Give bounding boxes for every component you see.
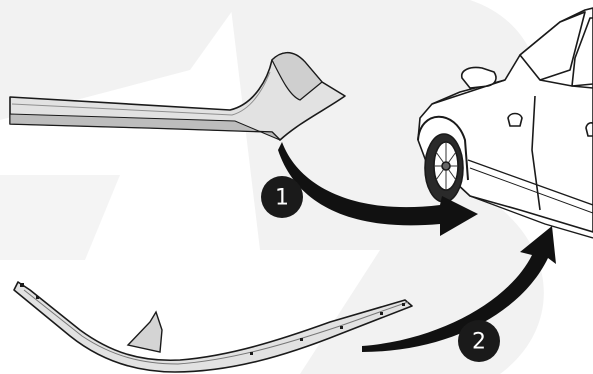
callout-2: 2 — [458, 320, 500, 362]
callout-2-label: 2 — [472, 330, 486, 355]
callout-1-label: 1 — [275, 186, 289, 211]
car-door-handle — [508, 114, 522, 127]
rocker-molding-fin — [128, 312, 162, 352]
car-rear-door-handle — [586, 123, 593, 136]
watermark-shape-bottom — [0, 175, 120, 260]
car-wheel-hub — [442, 162, 450, 170]
callout-1: 1 — [261, 176, 303, 218]
